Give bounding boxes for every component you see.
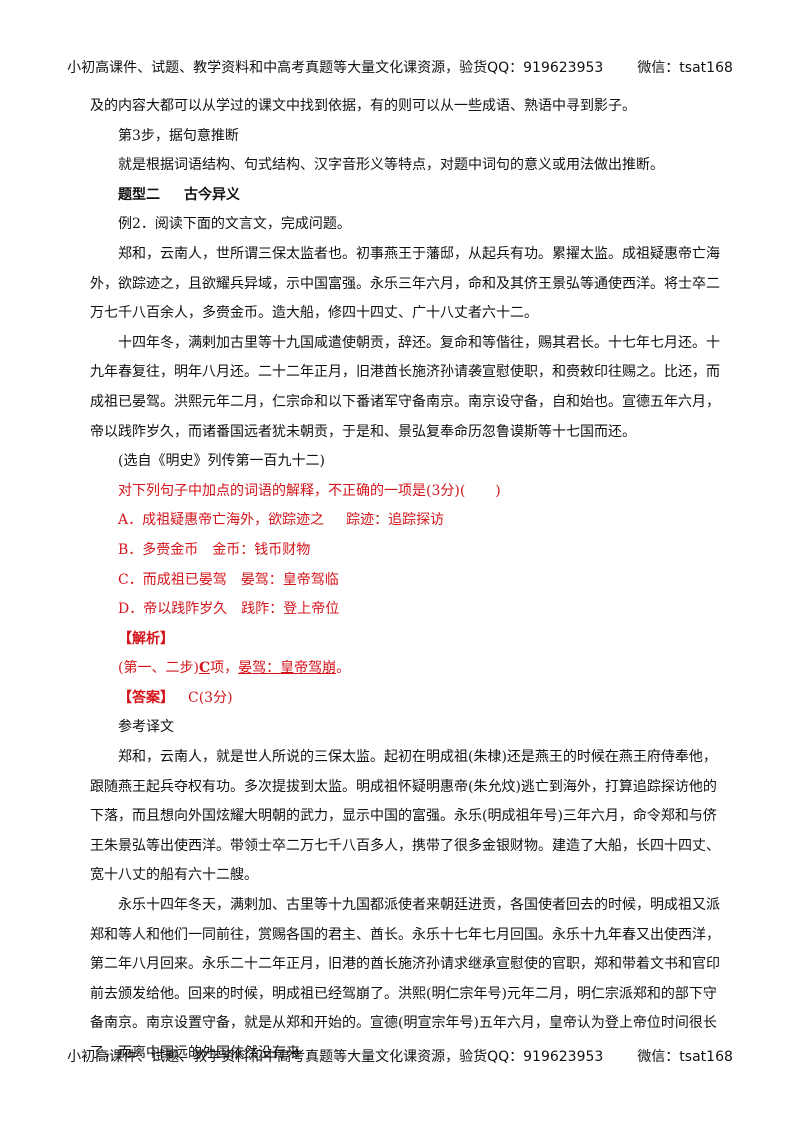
analysis-prefix: (第一、二步): [118, 660, 199, 677]
option-d-sentence: D．帝以践阼岁久: [118, 601, 228, 618]
paragraph-continuation: 及的内容大都可以从学过的课文中找到依据，有的则可以从一些成语、熟语中寻到影子。: [90, 98, 636, 114]
option-c-sentence: C．而成祖已晏驾: [118, 571, 227, 588]
section-name: 古今异义: [184, 186, 240, 203]
section-title: 题型二 古今异义: [90, 181, 720, 211]
option-d: D．帝以践阼岁久践阼：登上帝位: [90, 595, 720, 625]
translation-title: 参考译文: [118, 719, 174, 736]
page-footer: 小初高课件、试题、教学资料和中高考真题等大量文化课资源，验货QQ：9196239…: [0, 1046, 800, 1066]
footer-wechat: 微信：tsat168: [637, 1049, 733, 1065]
option-d-gloss: 践阼：登上帝位: [241, 601, 340, 618]
header-text: 小初高课件、试题、教学资料和中高考真题等大量文化课资源，验货QQ：9196239…: [67, 60, 604, 76]
option-a-sentence: A．成祖疑惠帝亡海外，欲踪迹之: [118, 512, 325, 529]
passage-paragraph-2: 十四年冬，满剌加古里等十九国咸遣使朝贡，辞还。复命和等偕往，赐其君长。十七年七月…: [90, 334, 720, 440]
option-a: A．成祖疑惠帝亡海外，欲踪迹之 踪迹：追踪探访: [90, 506, 720, 536]
example-intro: 例2．阅读下面的文言文，完成问题。: [118, 216, 351, 233]
option-b: B．多赍金币金币：钱币财物: [90, 536, 720, 566]
option-c-gloss: 晏驾：皇帝驾临: [240, 571, 339, 588]
option-b-sentence: B．多赍金币: [118, 541, 199, 558]
analysis-mid: 项，: [210, 660, 239, 677]
answer-line: 【答案】 C(3分): [90, 684, 720, 714]
analysis-label: 【解析】: [118, 630, 174, 647]
header-wechat: 微信：tsat168: [637, 60, 733, 76]
answer-value: C(3分): [188, 689, 233, 706]
passage-source: (选自《明史》列传第一百九十二): [118, 453, 325, 470]
translation-paragraph-1: 郑和，云南人，就是世人所说的三保太监。起初在明成祖(朱棣)还是燕王的时候在燕王府…: [90, 749, 720, 884]
passage-paragraph-1: 郑和，云南人，世所谓三保太监者也。初事燕王于藩邸，从起兵有功。累擢太监。成祖疑惠…: [90, 245, 720, 322]
analysis-text: (第一、二步)C项，晏驾：皇帝驾崩。: [90, 654, 720, 684]
option-b-gloss: 金币：钱币财物: [212, 541, 311, 558]
option-a-gloss: 踪迹：追踪探访: [346, 512, 445, 529]
page-header: 小初高课件、试题、教学资料和中高考真题等大量文化课资源，验货QQ：9196239…: [0, 57, 800, 77]
section-label: 题型二: [118, 186, 160, 203]
document-body: 及的内容大都可以从学过的课文中找到依据，有的则可以从一些成语、熟语中寻到影子。 …: [90, 92, 720, 1069]
footer-text: 小初高课件、试题、教学资料和中高考真题等大量文化课资源，验货QQ：9196239…: [67, 1049, 604, 1065]
question-end: ): [495, 482, 501, 499]
option-c: C．而成祖已晏驾晏驾：皇帝驾临: [90, 566, 720, 596]
analysis-answer: 晏驾：皇帝驾崩: [238, 660, 337, 677]
answer-label: 【答案】: [118, 689, 174, 706]
step3-body: 就是根据词语结构、句式结构、汉字音形义等特点，对题中词句的意义或用法做出推断。: [118, 157, 664, 174]
step3-title: 第3步，据句意推断: [118, 127, 239, 144]
analysis-letter: C: [198, 660, 211, 677]
question-stem: 对下列句子中加点的词语的解释，不正确的一项是(3分)(): [90, 477, 720, 507]
translation-paragraph-2: 永乐十四年冬天，满剌加、古里等十九国都派使者来朝廷进贡，各国使者回去的时候，明成…: [90, 897, 720, 1061]
question-text: 对下列句子中加点的词语的解释，不正确的一项是(3分)(: [118, 482, 466, 499]
analysis-end: 。: [336, 660, 351, 677]
